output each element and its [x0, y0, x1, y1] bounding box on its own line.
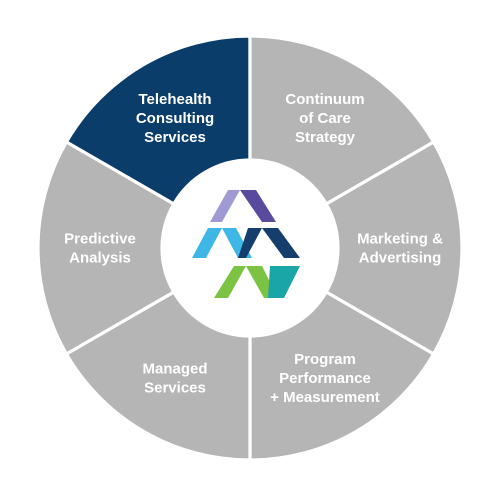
segment-label-line: Predictive [64, 231, 136, 248]
segment-label-line: Performance [279, 370, 371, 387]
segment-label-line: of Care [299, 110, 351, 127]
logo-bottom-left-piece [214, 266, 246, 298]
logo-top-left-piece [210, 190, 240, 222]
segment-label-line: Advertising [359, 250, 442, 267]
logo-mid-right-piece [262, 228, 300, 258]
segment-label-line: Services [144, 379, 206, 396]
segment-label-line: Services [144, 129, 206, 146]
segment-label-marketing: Marketing & Advertising [357, 231, 443, 267]
segment-label-line: + Measurement [270, 389, 380, 406]
stacked-chevron-logo [192, 190, 300, 298]
segment-label-line: Consulting [136, 110, 214, 127]
logo-mid-link-piece [238, 228, 262, 258]
segment-label-line: Strategy [295, 129, 356, 146]
segment-label-line: Analysis [69, 250, 131, 267]
segment-label-line: Program [294, 351, 356, 368]
segment-label-line: Telehealth [138, 91, 211, 108]
logo-bottom-right-piece [268, 266, 300, 298]
segment-label-line: Continuum [285, 91, 364, 108]
logo-top-right-piece [240, 190, 276, 222]
logo-mid-left-piece [192, 228, 222, 258]
wheel-segments [36, 34, 464, 462]
segment-label-line: Managed [142, 360, 207, 377]
segment-label-line: Marketing & [357, 231, 443, 248]
